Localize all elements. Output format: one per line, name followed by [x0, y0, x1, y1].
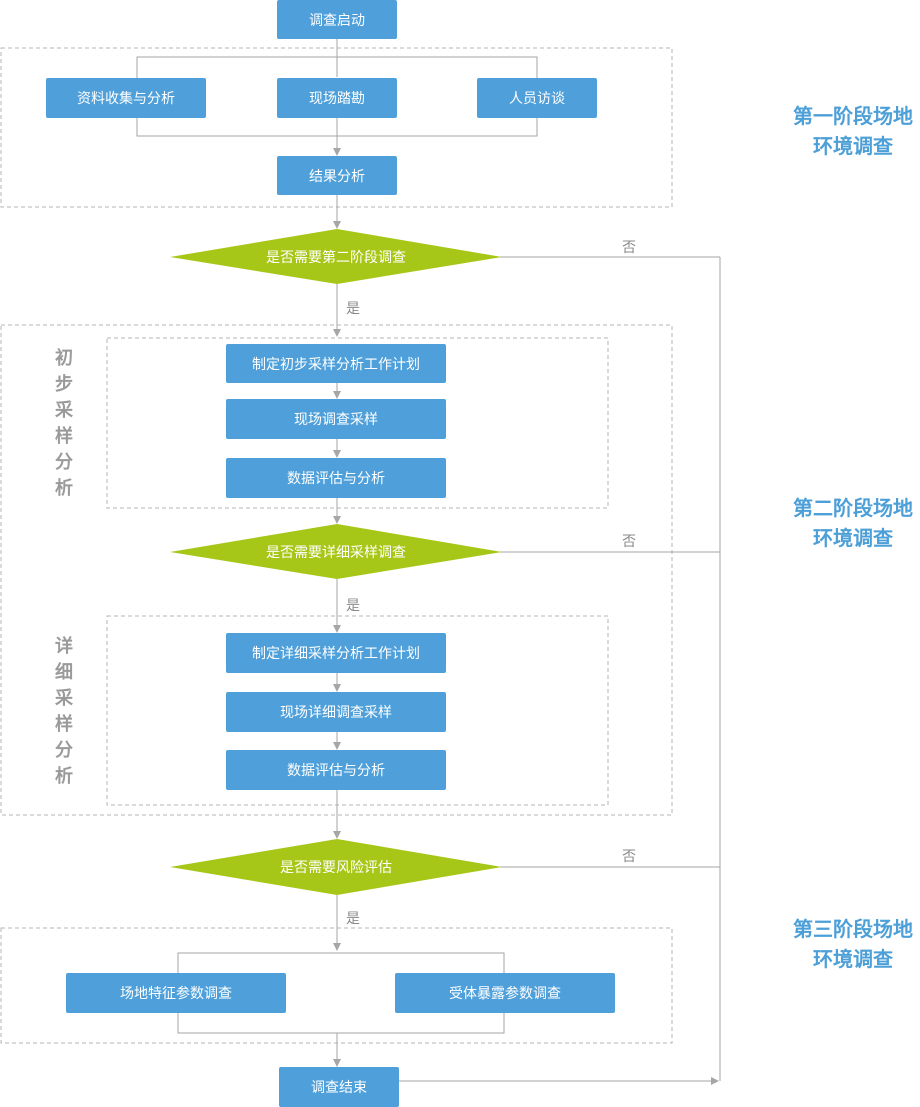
stage3-title-line1: 第三阶段场地 [793, 917, 913, 941]
yes-label-3: 是 [346, 911, 360, 927]
field-sampling-node: 现场调查采样 [226, 399, 446, 439]
stage3-title: 第三阶段场地 环境调查 [783, 914, 920, 974]
field-detail-sampling-node: 现场详细调查采样 [226, 692, 446, 732]
site-param-node: 场地特征参数调查 [66, 973, 286, 1013]
yes-label-2: 是 [346, 598, 360, 614]
data-collection-node: 资料收集与分析 [46, 78, 206, 118]
group-initial-frame [106, 337, 609, 509]
no-label-2: 否 [622, 534, 636, 550]
decision-diamond-detail [170, 524, 502, 579]
eval-detail-node: 数据评估与分析 [226, 750, 446, 790]
receptor-param-node: 受体暴露参数调查 [395, 973, 615, 1013]
stage1-title-line1: 第一阶段场地 [793, 104, 913, 128]
plan-detail-node: 制定详细采样分析工作计划 [226, 633, 446, 673]
decision-diamond-risk [170, 839, 502, 895]
site-survey-node: 现场踏勘 [277, 78, 397, 118]
group-label-initial: 初步采样分析 [55, 348, 73, 499]
stage1-title: 第一阶段场地 环境调查 [783, 101, 920, 161]
interview-node: 人员访谈 [477, 78, 597, 118]
stage2-title-line2: 环境调查 [813, 526, 893, 550]
decision-risk-text: 是否需要风险评估 [280, 860, 392, 876]
eval-initial-node: 数据评估与分析 [226, 458, 446, 498]
plan-initial-node: 制定初步采样分析工作计划 [226, 344, 446, 383]
start-node: 调查启动 [277, 0, 397, 39]
decision-detail-text: 是否需要详细采样调查 [266, 544, 406, 561]
no-label-3: 否 [622, 849, 636, 865]
end-node: 调查结束 [279, 1067, 399, 1107]
decision-stage2-text: 是否需要第二阶段调查 [266, 249, 406, 266]
stage2-title-line1: 第二阶段场地 [793, 496, 913, 520]
yes-label-1: 是 [346, 301, 360, 317]
stage3-title-line2: 环境调查 [813, 947, 893, 971]
result-analysis-node: 结果分析 [277, 156, 397, 195]
decision-diamond-stage2 [170, 229, 502, 284]
stage1-title-line2: 环境调查 [813, 134, 893, 158]
group-label-detail: 详细采样分析 [55, 636, 73, 787]
stage2-title: 第二阶段场地 环境调查 [783, 493, 920, 553]
group-detail-frame [106, 615, 609, 806]
no-label-1: 否 [622, 240, 636, 256]
